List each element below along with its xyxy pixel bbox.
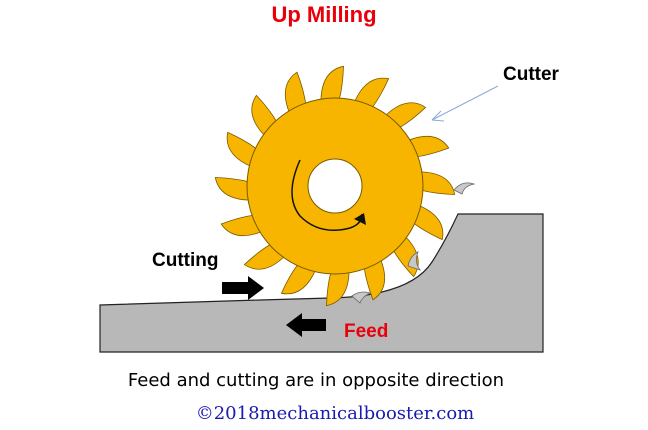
arrow-left-icon: [286, 313, 326, 337]
cutter-tooth: [326, 270, 350, 307]
spiral-arrow-icon: [291, 159, 366, 231]
cutter-label: Cutter: [503, 64, 560, 85]
cutter-tooth: [214, 177, 251, 201]
cutter-tooth: [220, 214, 263, 237]
cutter-tooth: [284, 71, 307, 114]
cutter-tooth: [353, 77, 390, 109]
cutter-pointer-arrowhead: [431, 110, 445, 122]
chip-bottom: [351, 291, 372, 304]
feed-label: Feed: [344, 321, 388, 342]
diagram-title: Up Milling: [271, 2, 376, 27]
cutter-tooth: [320, 65, 344, 102]
cutter-pointer-line: [431, 85, 499, 121]
diagram-caption: Feed and cutting are in opposite directi…: [128, 370, 504, 391]
cutter-tooth: [226, 131, 258, 168]
arrow-right-icon: [222, 276, 264, 300]
chip-middle: [407, 251, 422, 271]
cutter-tooth: [363, 258, 386, 301]
cutter-tooth: [280, 263, 317, 295]
cutter-arbor-hole: [307, 158, 363, 214]
chip-top: [453, 182, 476, 195]
cutter-tooth: [407, 135, 450, 158]
cutter-tooth: [419, 171, 456, 195]
watermark: ©2018mechanicalbooster.com: [196, 403, 475, 424]
cutter-tooth: [412, 204, 444, 241]
cutting-label: Cutting: [152, 250, 218, 271]
